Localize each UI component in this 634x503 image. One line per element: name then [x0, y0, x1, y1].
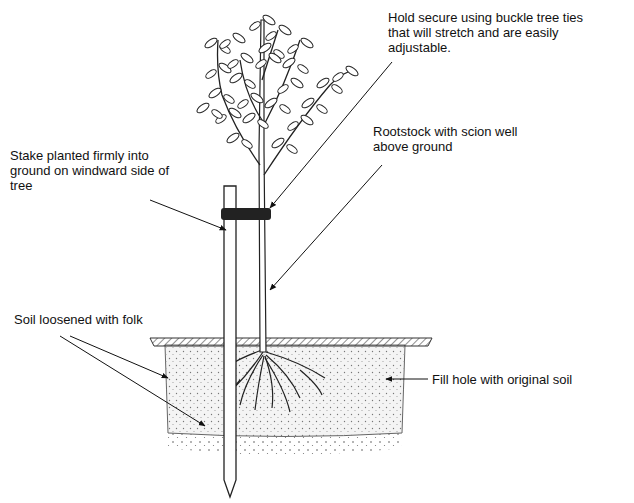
leaves [195, 13, 359, 155]
callout-label: Soil loosened with folk [14, 312, 174, 327]
leaf [240, 138, 253, 150]
leaf [254, 58, 267, 70]
leaf [241, 111, 256, 124]
leaf [330, 83, 343, 95]
leaf [264, 30, 277, 42]
leaf [278, 103, 291, 115]
leaf [285, 143, 298, 155]
leaf [261, 13, 276, 26]
leaf [315, 103, 328, 115]
leaf [300, 96, 315, 109]
planting-hole [165, 345, 405, 437]
leaf [299, 36, 314, 49]
leaf [222, 93, 235, 105]
leaf [226, 58, 239, 70]
leaf [344, 64, 359, 77]
buckle-tree-tie [221, 208, 271, 220]
leaf [267, 51, 282, 64]
hole-soil [165, 345, 405, 437]
leaf [296, 63, 309, 75]
leaf [207, 86, 222, 99]
branches [218, 30, 349, 175]
leaf [243, 78, 256, 90]
leaf [195, 101, 210, 114]
leaf [315, 76, 330, 89]
leaf [331, 71, 344, 83]
ground-surface [150, 338, 432, 346]
leaf [248, 20, 261, 32]
leaf [204, 68, 217, 80]
leaf [225, 131, 240, 144]
callout-label: Fill hole with original soil [432, 372, 622, 387]
leaf [270, 136, 285, 149]
leaf [218, 38, 231, 50]
leaf [286, 43, 299, 55]
leaf [281, 56, 296, 69]
leaf [256, 118, 269, 130]
leader-lines [60, 62, 428, 426]
leaf [239, 51, 254, 64]
leaf [286, 120, 299, 132]
leaf [277, 23, 292, 36]
leaf [203, 36, 218, 49]
callout-label: Hold secure using buckle tree ties that … [388, 10, 593, 55]
stake [224, 186, 236, 497]
leaf [236, 98, 249, 110]
callout-label: Rootstock with scion well above ground [373, 124, 543, 154]
leaf [210, 108, 223, 120]
leaf [276, 83, 289, 95]
leaf [299, 113, 314, 126]
leaf [228, 71, 243, 84]
leaf [289, 76, 304, 89]
callout-label: Stake planted firmly into ground on wind… [10, 148, 170, 193]
roots [226, 350, 325, 412]
leaf [231, 31, 246, 44]
leaf [249, 91, 264, 104]
leaf [257, 41, 272, 54]
leaf [263, 96, 278, 109]
